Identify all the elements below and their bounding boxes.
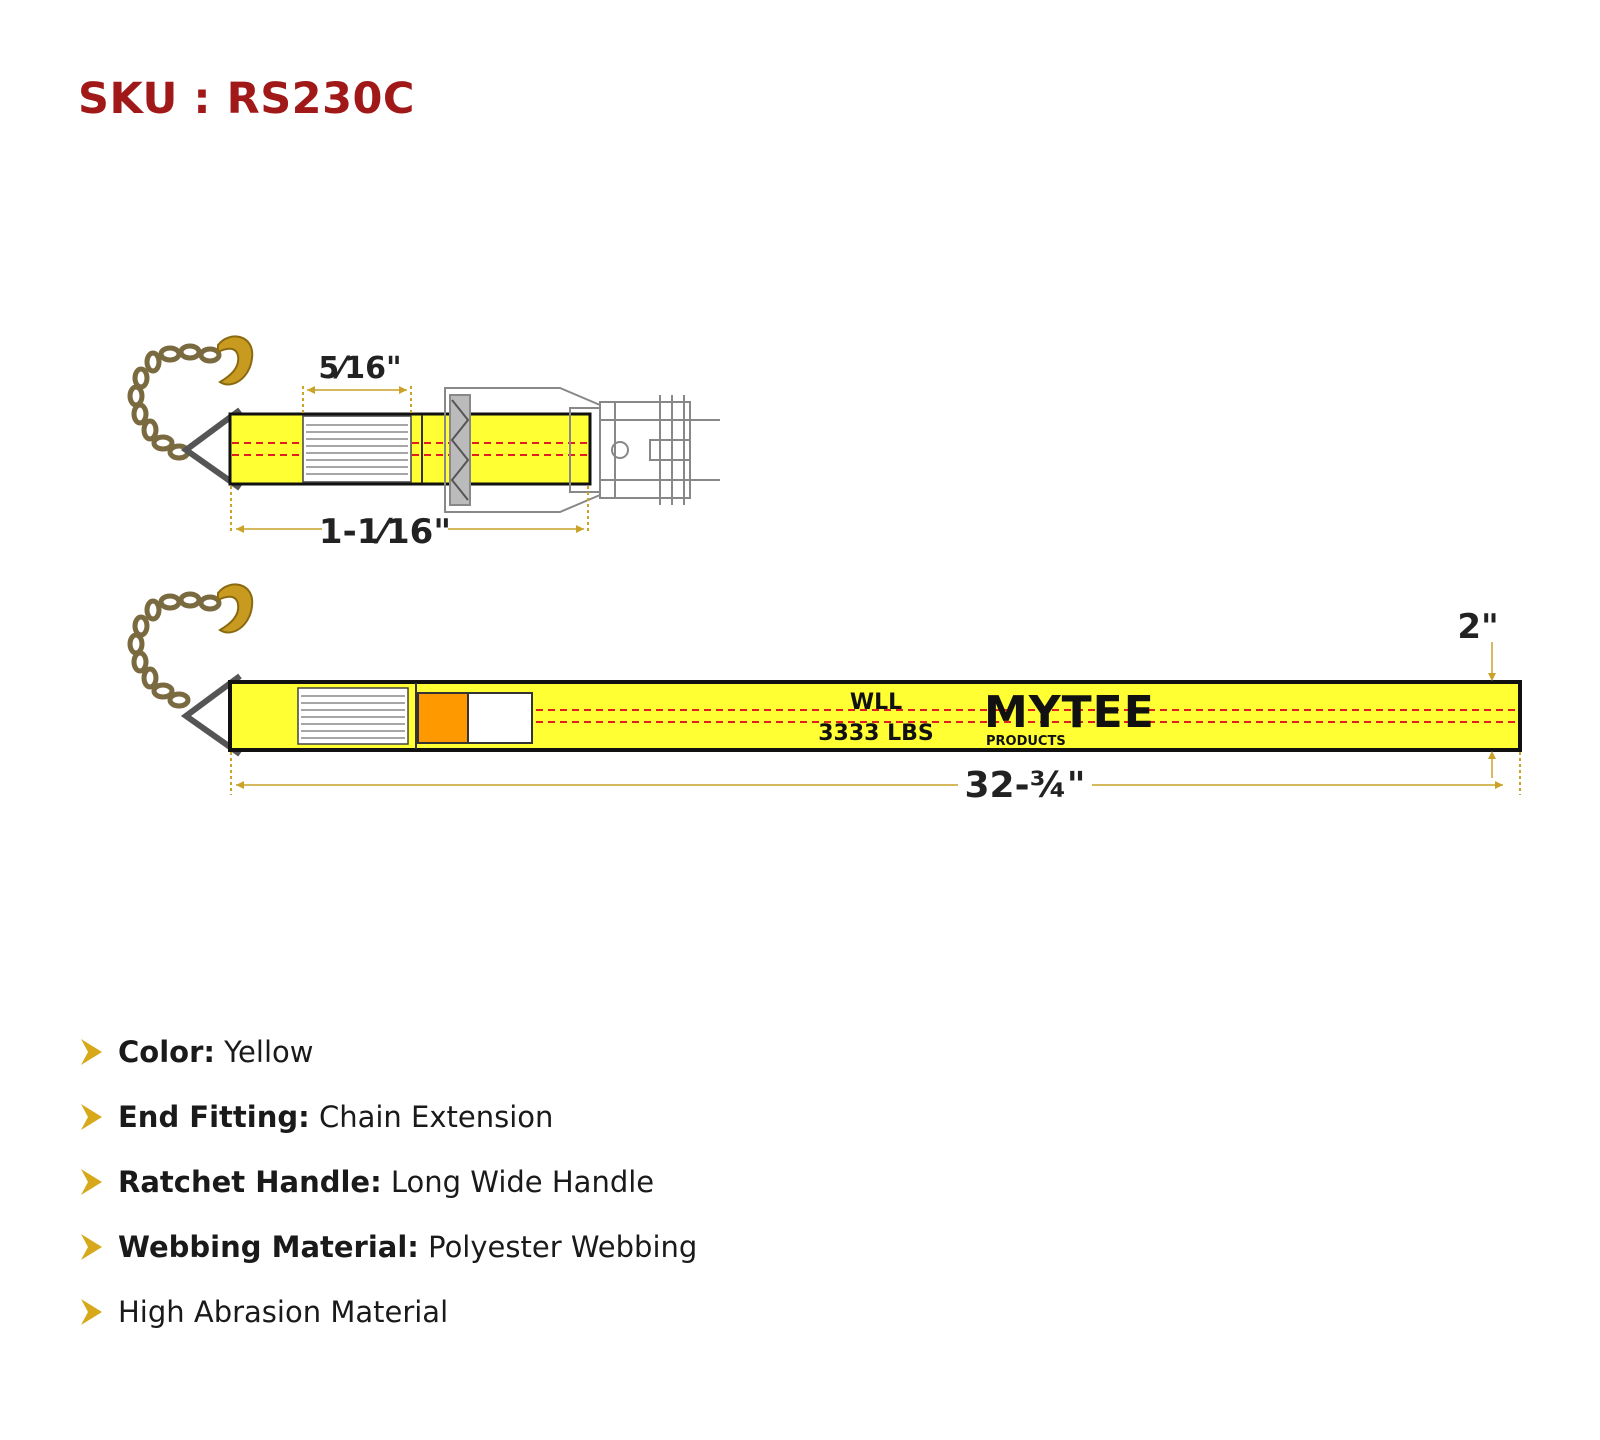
- feature-value: Long Wide Handle: [381, 1165, 655, 1199]
- brand-logo: MYTEE: [984, 687, 1155, 738]
- grab-hook-icon: [217, 583, 254, 634]
- feature-value: High Abrasion Material: [118, 1295, 449, 1329]
- sleeve-dimension: [302, 386, 412, 415]
- feature-label: Webbing Material:: [118, 1230, 419, 1264]
- feature-value: Yellow: [214, 1035, 314, 1069]
- long-length-label: 32-¾": [964, 765, 1085, 806]
- delta-ring-icon: [180, 407, 242, 491]
- feature-value: Chain Extension: [309, 1100, 554, 1134]
- feature-label: End Fitting:: [118, 1100, 310, 1134]
- feature-item: Webbing Material: Polyester Webbing: [78, 1230, 697, 1295]
- chain-icon: [127, 343, 222, 461]
- feature-item: End Fitting: Chain Extension: [78, 1100, 697, 1165]
- chevron-right-icon: [78, 1100, 118, 1134]
- chevron-right-icon: [78, 1165, 118, 1199]
- chevron-right-icon: [78, 1035, 118, 1069]
- chevron-right-icon: [78, 1295, 118, 1329]
- feature-item: Color: Yellow: [78, 1035, 697, 1100]
- short-length-dimension: [230, 486, 589, 534]
- grab-hook-icon: [217, 335, 254, 386]
- feature-item: Ratchet Handle: Long Wide Handle: [78, 1165, 697, 1230]
- width-dimension-label: 2": [1457, 607, 1498, 647]
- chain-icon: [127, 591, 222, 709]
- width-dimension: [1488, 642, 1496, 778]
- short-length-label: 1-1⁄16": [319, 512, 451, 552]
- feature-value: Polyester Webbing: [418, 1230, 698, 1264]
- feature-list: Color: Yellow End Fitting: Chain Extensi…: [78, 1035, 697, 1360]
- short-strap-assembly: 5⁄16" 1-1⁄16": [127, 335, 720, 552]
- wll-title: WLL: [850, 690, 902, 715]
- long-strap-assembly: WLL 3333 LBS MYTEE PRODUCTS 2" 32-¾": [127, 583, 1522, 806]
- wll-value: 3333 LBS: [818, 721, 934, 746]
- protector-patch-orange: [417, 692, 469, 744]
- brand-subtitle: PRODUCTS: [986, 734, 1066, 749]
- feature-label: Color:: [118, 1035, 215, 1069]
- feature-item: High Abrasion Material: [78, 1295, 697, 1360]
- strap-diagram: 5⁄16" 1-1⁄16": [127, 335, 1522, 806]
- sku-title: SKU : RS230C: [78, 74, 415, 124]
- delta-ring-icon: [180, 673, 242, 757]
- long-length-dimension: [230, 752, 1521, 795]
- chevron-right-icon: [78, 1230, 118, 1264]
- ratchet-icon: [444, 387, 720, 513]
- long-strap-sleeve: [297, 687, 409, 745]
- short-strap-sleeve: [302, 415, 412, 483]
- sleeve-dimension-label: 5⁄16": [318, 351, 401, 386]
- feature-label: Ratchet Handle:: [118, 1165, 382, 1199]
- protector-patch-white: [467, 692, 533, 744]
